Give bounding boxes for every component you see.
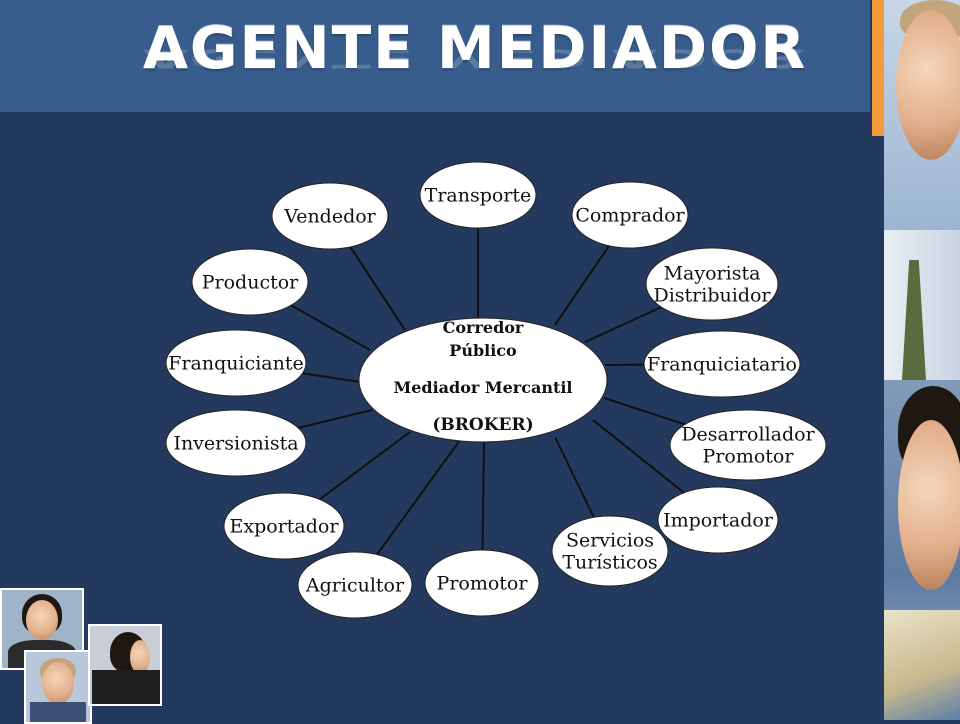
node-label-franquiciatario: Franquiciatario	[647, 354, 797, 376]
connector-productor	[291, 305, 370, 350]
node-label-exportador: Exportador	[230, 516, 340, 538]
center-label-line: Corredor	[443, 318, 524, 337]
node-label-transporte: Transporte	[425, 185, 532, 207]
node-exportador: Exportador	[224, 493, 344, 559]
node-franquiciante: Franquiciante	[166, 330, 306, 396]
connector-mayorista	[585, 307, 661, 342]
node-label-promotor: Promotor	[437, 573, 529, 595]
node-label-productor: Productor	[202, 272, 299, 294]
node-promotor: Promotor	[425, 550, 539, 616]
connector-agricultor	[377, 440, 460, 555]
connector-servicios	[555, 437, 594, 517]
node-label-comprador: Comprador	[575, 205, 685, 227]
thumbnail-photo-man-smiling	[24, 650, 92, 724]
node-transporte: Transporte	[420, 162, 536, 228]
connector-promotor	[482, 442, 484, 550]
center-label-line: Público	[449, 341, 517, 360]
node-franquiciatario: Franquiciatario	[644, 331, 800, 397]
node-label-agricultor: Agricultor	[305, 575, 405, 597]
node-comprador: Comprador	[572, 182, 688, 248]
thumbnail-photo-man-back	[88, 624, 162, 706]
node-label-inversionista: Inversionista	[173, 433, 298, 455]
node-label-servicios: Servicios	[566, 530, 654, 552]
connector-importador	[593, 420, 684, 493]
node-label-importador: Importador	[663, 510, 774, 532]
connector-exportador	[320, 432, 410, 499]
node-agricultor: Agricultor	[298, 552, 412, 618]
node-label-franquiciante: Franquiciante	[168, 353, 303, 375]
node-vendedor: Vendedor	[272, 183, 388, 249]
node-label-mayorista: Mayorista	[664, 263, 761, 285]
node-productor: Productor	[192, 249, 308, 315]
center-label-line: Mediador Mercantil	[394, 378, 573, 397]
connector-inversionista	[298, 410, 372, 428]
node-label-vendedor: Vendedor	[283, 206, 376, 228]
node-importador: Importador	[658, 487, 778, 553]
node-label-desarrollador: Promotor	[703, 446, 795, 468]
node-inversionista: Inversionista	[166, 410, 306, 476]
connector-franquiciante	[303, 373, 360, 382]
node-label-mayorista: Distribuidor	[653, 285, 771, 307]
connector-comprador	[555, 246, 609, 325]
connector-desarrollador	[604, 398, 685, 424]
connector-vendedor	[350, 247, 405, 330]
node-label-desarrollador: Desarrollador	[681, 424, 815, 446]
center-label-line: (BROKER)	[432, 415, 533, 435]
node-label-servicios: Turísticos	[562, 552, 657, 574]
